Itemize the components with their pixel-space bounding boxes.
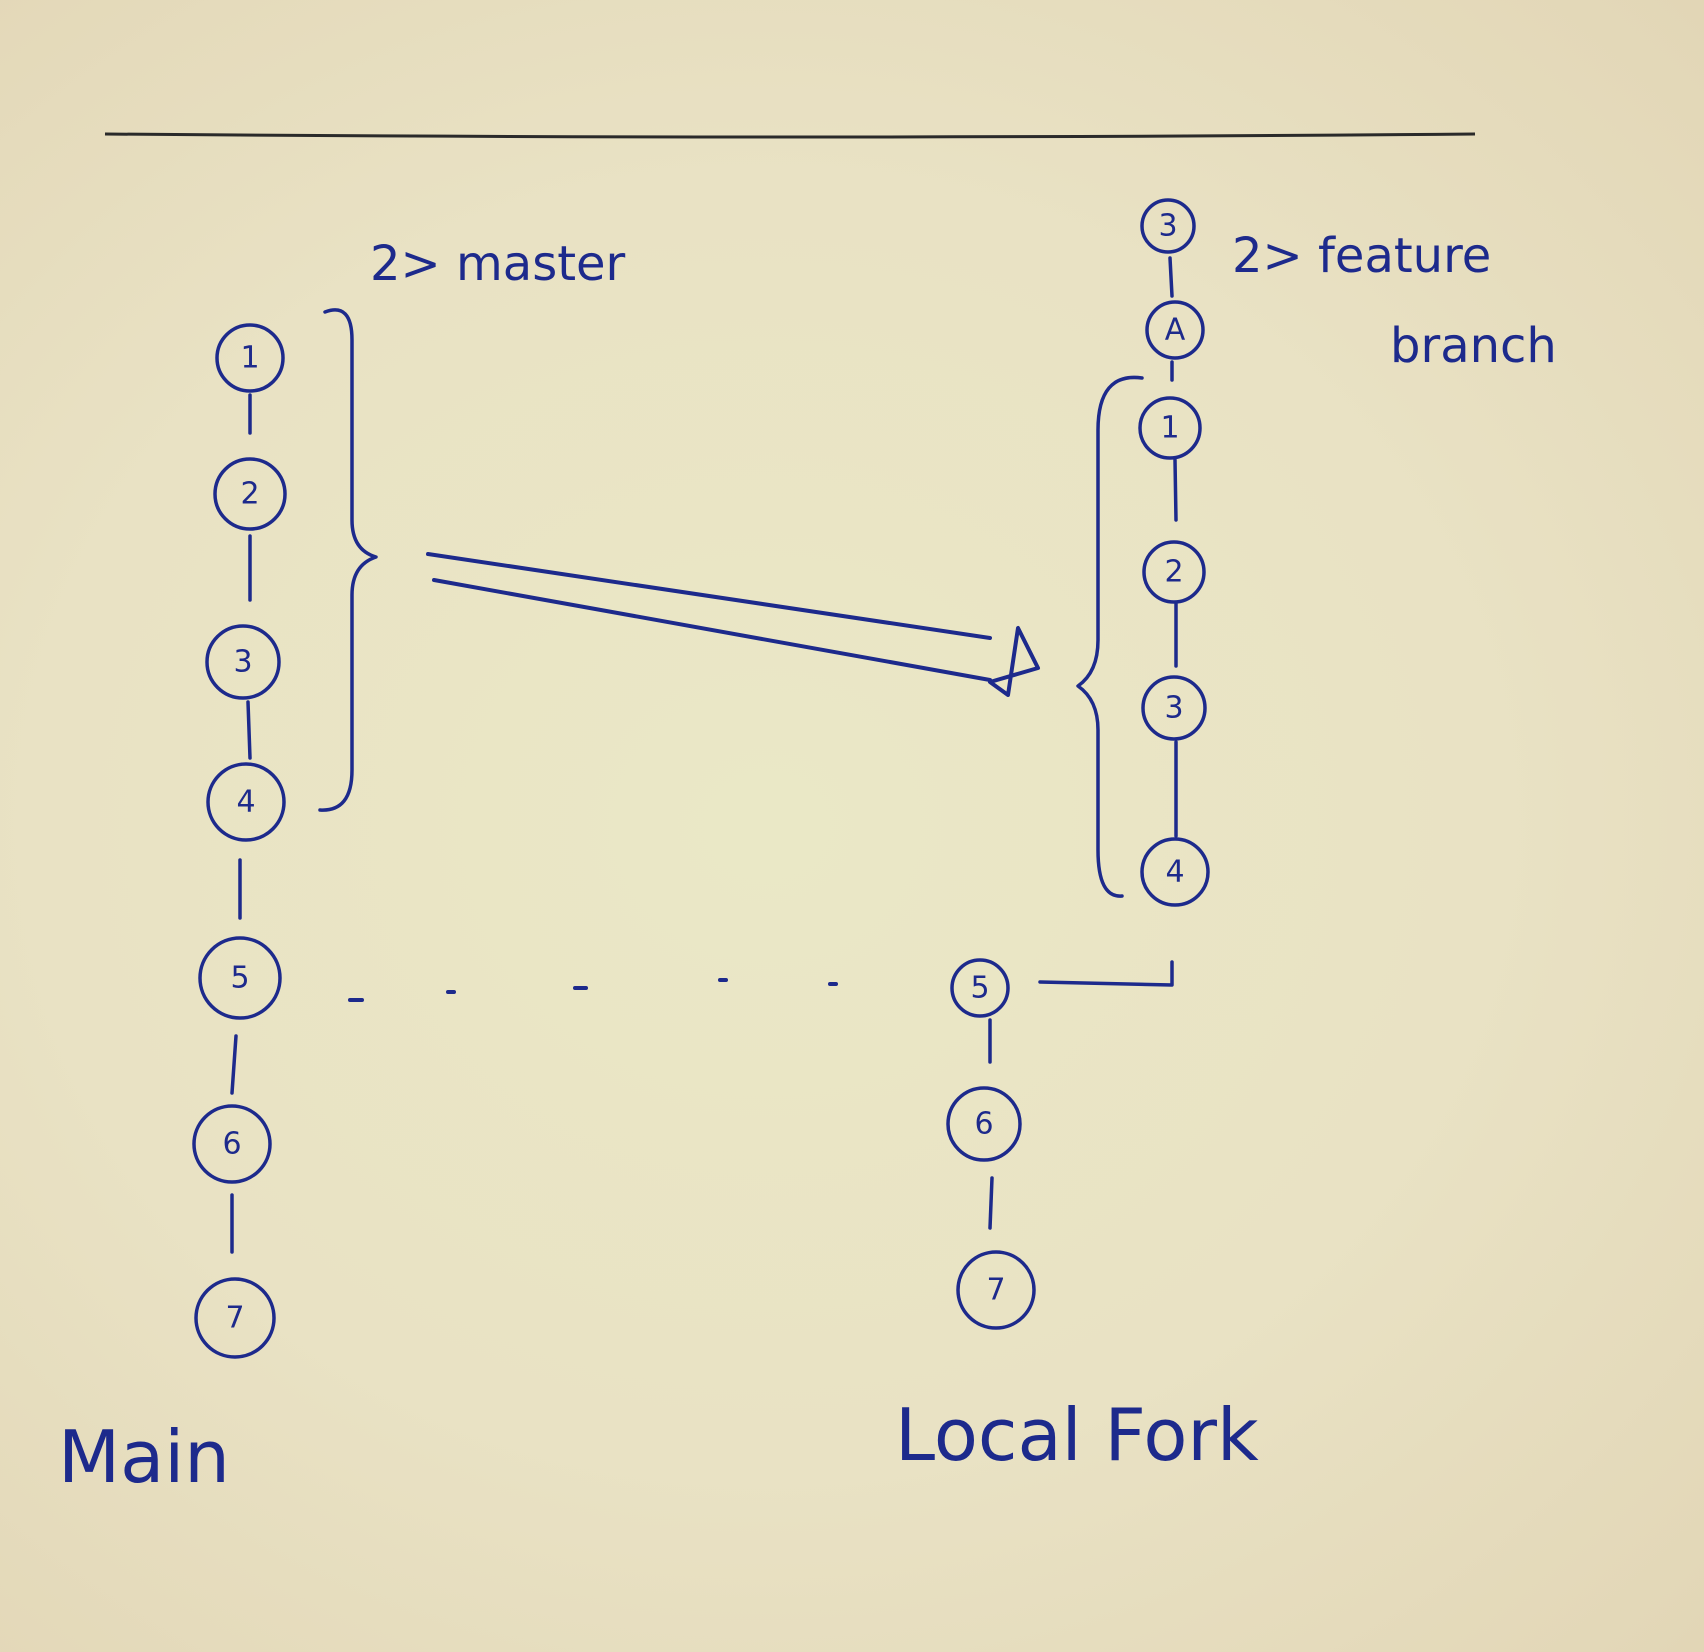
fork-edge-6-7 [988, 1176, 994, 1230]
feature-note-line2: branch [1390, 318, 1557, 374]
main-node-3-label: 3 [233, 645, 252, 680]
master-note: 2> master [370, 236, 626, 292]
main-branch: 1 2 3 4 5 6 7 [192, 323, 287, 1359]
fork-branch: 5 6 7 [946, 958, 1036, 1330]
fork-node-6-label: 6 [974, 1107, 993, 1142]
main-curly-brace [318, 308, 378, 812]
fork-node-5: 5 [950, 958, 1010, 1018]
feature-node-1-label: 1 [1160, 411, 1179, 446]
feature-node-2-label: 2 [1164, 555, 1183, 590]
main-label: Main [58, 1415, 230, 1499]
main-node-7-label: 7 [225, 1301, 244, 1336]
feature-node-2: 2 [1142, 540, 1206, 604]
main-node-1: 1 [215, 323, 285, 393]
main-node-3: 3 [205, 624, 281, 700]
feature-node-3: 3 [1141, 675, 1207, 741]
main-node-2: 2 [213, 457, 287, 531]
main-node-4: 4 [206, 762, 286, 842]
main-node-7: 7 [194, 1277, 276, 1359]
main-edge-3-4 [246, 700, 252, 760]
feature-node-1: 1 [1138, 396, 1202, 460]
feature-edge-1-2 [1173, 458, 1178, 522]
feature-branch: 3 A 1 2 3 4 [1138, 198, 1210, 907]
main-node-5: 5 [198, 936, 282, 1020]
main-node-4-label: 4 [236, 785, 255, 820]
main-node-6-label: 6 [222, 1127, 241, 1162]
fork-node-7: 7 [956, 1250, 1036, 1330]
feature-curly-brace [1076, 375, 1144, 898]
feature-node-3-label: 3 [1164, 691, 1183, 726]
feature-node-A-label: A [1165, 313, 1186, 348]
feature-node-A: A [1145, 300, 1205, 360]
fork-connector [1038, 960, 1174, 987]
fork-node-6: 6 [946, 1086, 1022, 1162]
main-node-1-label: 1 [240, 341, 259, 376]
feature-edge-3-A [1168, 256, 1174, 298]
fork-node-5-label: 5 [970, 971, 989, 1006]
feature-top-node-3-label: 3 [1158, 209, 1177, 244]
copy-arrow [426, 552, 1040, 697]
main-node-5-label: 5 [230, 961, 249, 996]
main-node-2-label: 2 [240, 477, 259, 512]
feature-node-4-label: 4 [1165, 855, 1184, 890]
main-to-fork-dotted-line [348, 978, 838, 1002]
top-rule-line [104, 132, 1476, 139]
fork-node-7-label: 7 [986, 1273, 1005, 1308]
feature-note-line1: 2> feature [1232, 228, 1491, 284]
main-edge-5-6 [230, 1034, 238, 1095]
feature-node-4: 4 [1140, 837, 1210, 907]
feature-top-node-3: 3 [1140, 198, 1196, 254]
main-node-6: 6 [192, 1104, 272, 1184]
local-fork-label: Local Fork [895, 1393, 1259, 1477]
